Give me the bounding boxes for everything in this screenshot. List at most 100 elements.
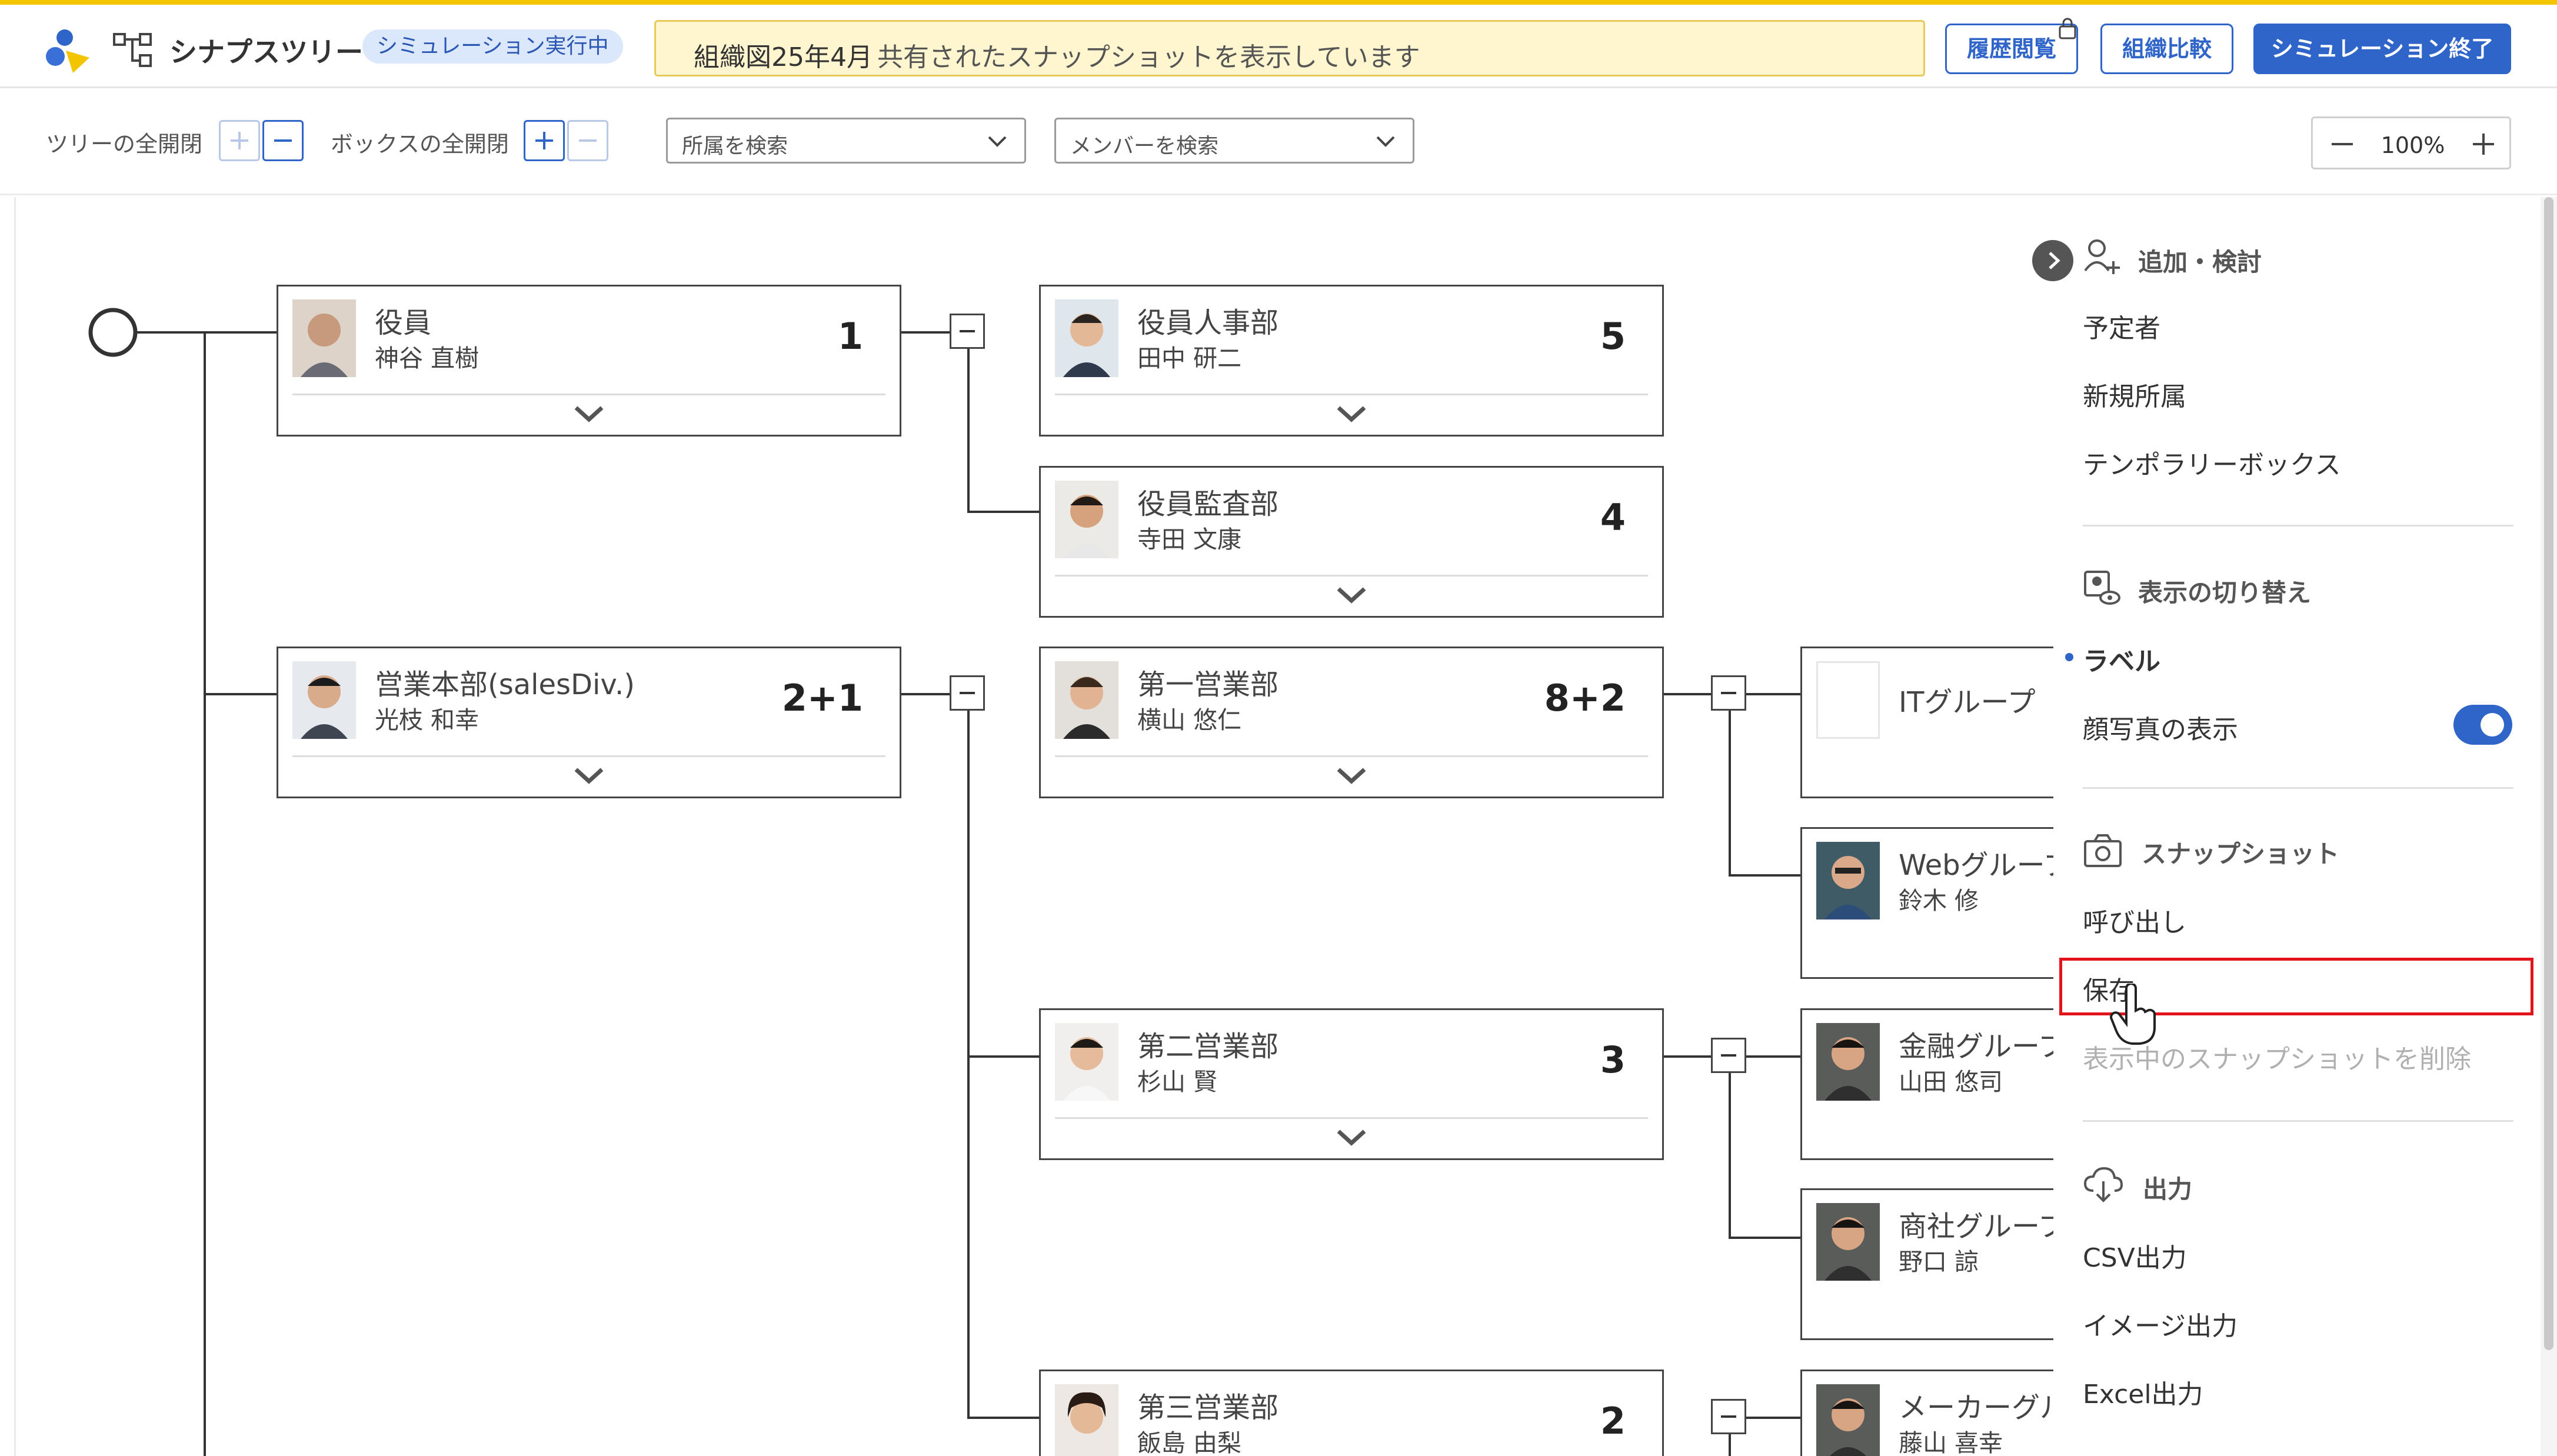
face-photo (1055, 1384, 1118, 1456)
minus-icon (579, 139, 597, 142)
box-head-name: 鈴木 修 (1899, 887, 1979, 915)
org-box-trading-group[interactable]: 商社グループ 野口 諒 (1800, 1188, 2095, 1340)
zoom-in-icon[interactable] (2469, 130, 2498, 158)
chevron-down-icon[interactable] (1334, 1125, 1369, 1149)
app-logo-icon (46, 29, 89, 73)
plus-icon (231, 132, 248, 149)
department-search-placeholder: 所属を検索 (682, 134, 788, 158)
app-title: シナプスツリー (169, 36, 363, 69)
cloud-download-icon (2083, 1167, 2123, 1202)
person-photo-icon (1816, 1203, 1880, 1281)
org-box-sales-1[interactable]: 第一営業部 横山 悠仁 8+2 (1039, 647, 1664, 798)
face-photo-empty (1816, 661, 1880, 739)
tree-expand-all-button[interactable] (219, 120, 260, 161)
minus-icon (274, 139, 292, 142)
chevron-down-icon[interactable] (571, 764, 607, 787)
box-head-name: 杉山 賢 (1137, 1068, 1218, 1096)
menu-item-planned[interactable]: 予定者 (2083, 314, 2160, 344)
divider (1055, 575, 1648, 577)
box-head-name: 野口 諒 (1899, 1248, 1979, 1276)
output-section-title: 出力 (2143, 1175, 2193, 1204)
box-collapse-all-button[interactable] (567, 120, 608, 161)
face-photo (1055, 661, 1118, 739)
org-box-sales-division[interactable]: 営業本部(salesDiv.) 光枝 和幸 2+1 (277, 647, 901, 798)
org-box-executives[interactable]: 役員 神谷 直樹 1 (277, 285, 901, 437)
divider (292, 755, 885, 757)
brand-top-line (0, 0, 2557, 5)
person-photo-icon (1816, 842, 1880, 919)
person-photo-icon (292, 299, 356, 377)
history-button-label: 履歴閲覧 (1966, 36, 2056, 62)
collapse-toggle[interactable] (950, 314, 985, 349)
photo-toggle-switch[interactable] (2453, 705, 2512, 745)
menu-item-temporary-box[interactable]: テンポラリーボックス (2083, 450, 2341, 480)
member-search-select[interactable]: メンバーを検索 (1054, 118, 1414, 164)
snapshot-notice-banner: 組織図25年4月 共有されたスナップショットを表示しています (654, 20, 1925, 76)
member-count: 2 (1600, 1400, 1626, 1442)
chevron-down-icon[interactable] (571, 402, 607, 425)
box-title: ITグループ (1899, 686, 2036, 719)
compare-button[interactable]: 組織比較 (2100, 24, 2233, 74)
minus-icon (1721, 692, 1736, 694)
chevron-down-icon[interactable] (1334, 583, 1369, 607)
end-simulation-button[interactable]: シミュレーション終了 (2253, 24, 2511, 74)
active-indicator (2065, 653, 2073, 661)
menu-item-image-output[interactable]: イメージ出力 (2083, 1311, 2238, 1341)
box-title: 商社グループ (1899, 1210, 2067, 1243)
collapse-toggle[interactable] (1711, 675, 1746, 711)
menu-item-label-view[interactable]: ラベル (2083, 647, 2160, 677)
zoom-out-icon[interactable] (2328, 130, 2356, 158)
menu-item-excel-output[interactable]: Excel出力 (2083, 1380, 2203, 1410)
scrollbar-thumb[interactable] (2544, 197, 2553, 1350)
face-photo (1816, 1023, 1880, 1101)
box-head-name: 神谷 直樹 (375, 344, 480, 372)
tree-collapse-all-button[interactable] (262, 120, 304, 161)
box-expand-all-button[interactable] (524, 120, 565, 161)
box-expand-label: ボックスの全開閉 (331, 131, 509, 157)
org-box-sales-3[interactable]: 第三営業部 飯島 由梨 2 (1039, 1370, 1664, 1456)
org-box-finance-group[interactable]: 金融グループ 山田 悠司 (1800, 1008, 2095, 1160)
org-box-it-group[interactable]: ITグループ (1800, 647, 2095, 798)
org-box-maker-group[interactable]: メーカーグループ 藤山 喜幸 (1800, 1370, 2123, 1456)
org-box-sales-2[interactable]: 第二営業部 杉山 賢 3 (1039, 1008, 1664, 1160)
collapse-toggle[interactable] (950, 675, 985, 711)
org-box-hr[interactable]: 役員人事部 田中 研二 5 (1039, 285, 1664, 437)
panel-collapse-button[interactable] (2032, 240, 2073, 281)
person-photo-icon (1055, 299, 1118, 377)
member-count: 3 (1600, 1038, 1626, 1081)
chevron-down-icon[interactable] (1334, 764, 1369, 787)
snapshot-name: 組織図25年4月 (694, 42, 873, 72)
tree-expand-label: ツリーの全開閉 (46, 131, 203, 157)
person-photo-icon (1055, 1023, 1118, 1101)
box-title: 第三営業部 (1137, 1391, 1279, 1424)
menu-item-new-dept[interactable]: 新規所属 (2083, 382, 2186, 412)
box-title: 役員人事部 (1137, 306, 1279, 339)
panel-scrollbar[interactable] (2541, 197, 2557, 1456)
org-box-audit[interactable]: 役員監査部 寺田 文康 4 (1039, 466, 1664, 618)
divider (1055, 394, 1648, 395)
history-button[interactable]: 履歴閲覧 (1945, 18, 2078, 74)
org-box-web-group[interactable]: Webグループ 鈴木 修 (1800, 827, 2095, 979)
hand-cursor-icon (2110, 984, 2156, 1045)
divider (1055, 1117, 1648, 1119)
department-search-select[interactable]: 所属を検索 (666, 118, 1026, 164)
person-photo-icon (292, 661, 356, 739)
minus-icon (1721, 1054, 1736, 1057)
menu-item-snapshot-load[interactable]: 呼び出し (2083, 908, 2186, 938)
zoom-control: 100% (2311, 116, 2511, 169)
snapshot-section-title: スナップショット (2142, 839, 2340, 868)
snapshot-message: 共有されたスナップショットを表示しています (877, 42, 1420, 72)
box-title: 役員 (375, 306, 432, 339)
collapse-toggle[interactable] (1711, 1399, 1746, 1434)
face-photo (1816, 842, 1880, 919)
face-photo (1055, 1023, 1118, 1101)
box-head-name: 光枝 和幸 (375, 706, 480, 734)
app-header: シナプスツリー シミュレーション実行中 組織図25年4月 共有されたスナップショ… (0, 5, 2557, 88)
divider (292, 394, 885, 395)
chevron-down-icon[interactable] (1334, 402, 1369, 425)
switch-knob (2481, 713, 2504, 737)
menu-item-csv-output[interactable]: CSV出力 (2083, 1243, 2187, 1273)
box-title: Webグループ (1899, 849, 2072, 882)
person-photo-icon (1055, 1384, 1118, 1456)
collapse-toggle[interactable] (1711, 1038, 1746, 1073)
